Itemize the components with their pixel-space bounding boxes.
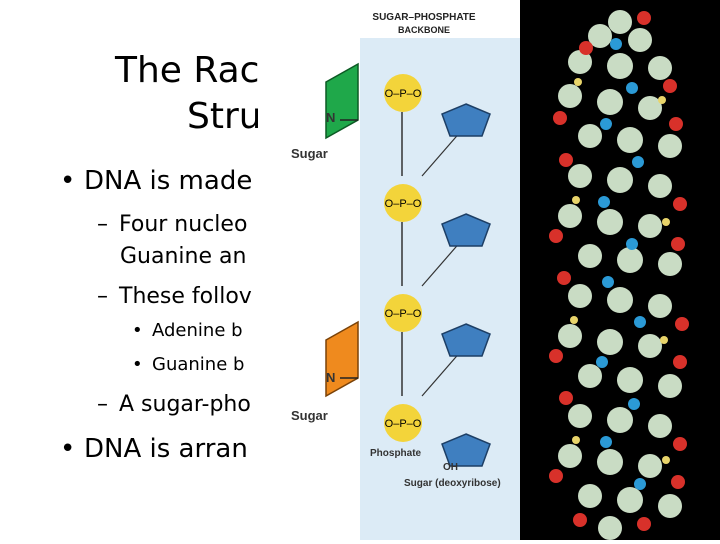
helix-atoms bbox=[549, 10, 689, 540]
dna-model-photo bbox=[520, 0, 720, 540]
phosphate-icon: O–P–O bbox=[378, 68, 428, 118]
n-label: N bbox=[326, 370, 335, 385]
sub-bullet-item: –A sugar-pho bbox=[97, 392, 251, 417]
deoxyribose-label: Sugar (deoxyribose) bbox=[404, 478, 501, 489]
bullet-text: DNA is arran bbox=[84, 434, 248, 464]
sugar-ring-icon bbox=[436, 100, 496, 140]
dash-marker: – bbox=[97, 392, 119, 417]
bullet-marker: • bbox=[60, 434, 84, 464]
dna-helix-image bbox=[520, 0, 720, 540]
bullet-item: •DNA is made bbox=[60, 166, 252, 196]
dash-marker: – bbox=[97, 212, 119, 237]
sub-bullet-text: These follov bbox=[119, 284, 252, 309]
sub-sub-bullet-item: •Guanine b bbox=[132, 354, 244, 375]
svg-text:O–P–O: O–P–O bbox=[385, 88, 422, 100]
sub-sub-bullet-text: Guanine b bbox=[152, 354, 244, 375]
phosphate-icon: O–P–O bbox=[378, 398, 428, 448]
sugar-label: Sugar bbox=[291, 146, 328, 161]
sub-bullet-item: –Four nucleo bbox=[97, 212, 247, 237]
bullet-marker: • bbox=[60, 166, 84, 196]
sub-sub-bullet-text: Adenine b bbox=[152, 320, 243, 341]
sub-bullet-continuation: Guanine an bbox=[120, 244, 246, 269]
sugar-ring-icon bbox=[436, 210, 496, 250]
phosphate-icon: O–P–O bbox=[378, 178, 428, 228]
sub-sub-bullet-item: •Adenine b bbox=[132, 320, 243, 341]
bullet-text: DNA is made bbox=[84, 166, 252, 196]
n-label: N bbox=[326, 110, 335, 125]
bullet-marker: • bbox=[132, 354, 152, 375]
svg-text:O–P–O: O–P–O bbox=[385, 308, 422, 320]
bullet-marker: • bbox=[132, 320, 152, 341]
sugar-ring-icon bbox=[436, 320, 496, 360]
green-base-shape bbox=[326, 64, 358, 138]
sub-bullet-text: Four nucleo bbox=[119, 212, 247, 237]
phosphate-label: Phosphate bbox=[370, 448, 421, 459]
phosphate-icon: O–P–O bbox=[378, 288, 428, 338]
svg-text:O–P–O: O–P–O bbox=[385, 198, 422, 210]
sub-bullet-item: –These follov bbox=[97, 284, 252, 309]
svg-text:O–P–O: O–P–O bbox=[385, 418, 422, 430]
bullet-item: •DNA is arran bbox=[60, 434, 248, 464]
sub-bullet-text: A sugar-pho bbox=[119, 392, 251, 417]
sugar-label: Sugar bbox=[291, 408, 328, 423]
sub-bullet-text: Guanine an bbox=[120, 244, 246, 269]
oh-label: OH bbox=[443, 462, 458, 473]
dash-marker: – bbox=[97, 284, 119, 309]
